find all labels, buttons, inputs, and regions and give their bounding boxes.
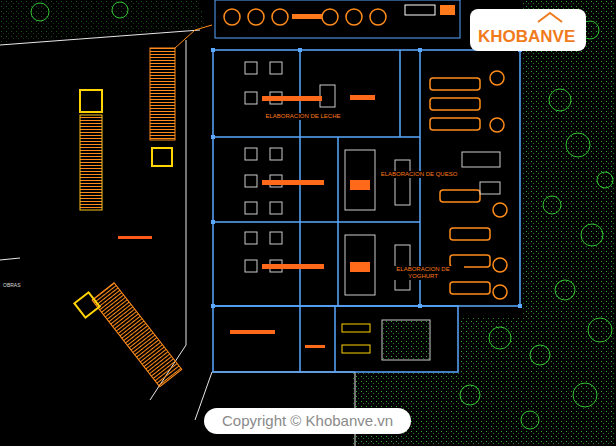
watermark-text: Copyright © Khobanve.vn: [204, 408, 411, 434]
area-label: OBRAS: [3, 282, 43, 288]
room-label: ELABORACION DE QUESO: [378, 171, 460, 178]
room-label: ELABORACION DE YOGHURT: [382, 266, 464, 280]
watermark-logo: KHOBANVE: [478, 26, 575, 48]
room-label: ELABORACION DE LECHE: [262, 113, 344, 120]
